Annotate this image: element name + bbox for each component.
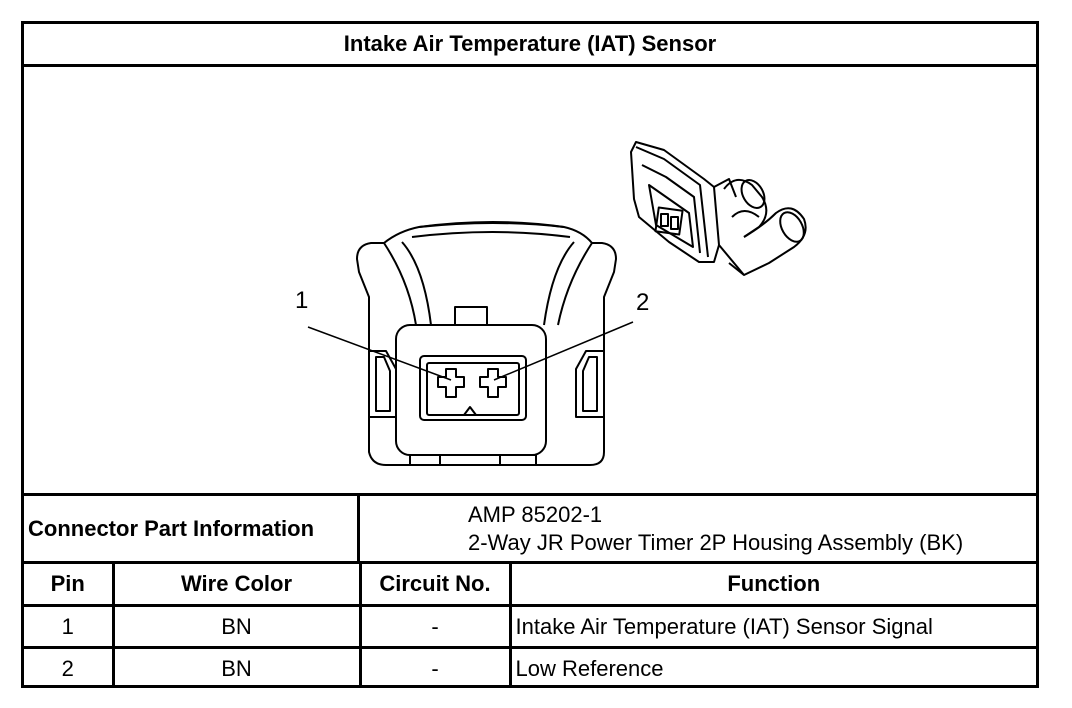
cell-pin: 2 bbox=[24, 646, 115, 688]
cell-function: Low Reference bbox=[508, 646, 1036, 688]
table-header-row: Pin Wire Color Circuit No. Function bbox=[24, 564, 1036, 607]
cell-circuit: - bbox=[358, 646, 512, 688]
connector-part-info-value: AMP 85202-1 2-Way JR Power Timer 2P Hous… bbox=[360, 496, 1036, 561]
pin-2-callout: 2 bbox=[636, 289, 650, 316]
cell-circuit: - bbox=[358, 604, 512, 649]
pin-1-callout: 1 bbox=[295, 287, 309, 314]
col-header-wire-color: Wire Color bbox=[111, 564, 362, 607]
part-description: 2-Way JR Power Timer 2P Housing Assembly… bbox=[468, 530, 964, 555]
cell-wire-color: BN bbox=[111, 604, 362, 649]
connector-sheet: Intake Air Temperature (IAT) Sensor bbox=[21, 21, 1039, 688]
connector-face-icon bbox=[307, 221, 634, 466]
table-row: 2 BN - Low Reference bbox=[24, 646, 1036, 688]
connector-part-info: Connector Part Information AMP 85202-1 2… bbox=[24, 493, 1036, 564]
part-number: AMP 85202-1 bbox=[468, 502, 603, 527]
cell-pin: 1 bbox=[24, 604, 115, 649]
connector-part-info-label: Connector Part Information bbox=[24, 496, 360, 561]
connector-isometric-icon bbox=[630, 141, 807, 276]
connector-diagram: 1 2 bbox=[24, 67, 1036, 493]
cell-function: Intake Air Temperature (IAT) Sensor Sign… bbox=[508, 604, 1036, 649]
cell-wire-color: BN bbox=[111, 646, 362, 688]
table-row: 1 BN - Intake Air Temperature (IAT) Sens… bbox=[24, 604, 1036, 649]
col-header-circuit: Circuit No. bbox=[358, 564, 512, 607]
pinout-table: Pin Wire Color Circuit No. Function 1 BN… bbox=[24, 564, 1036, 688]
connector-drawing bbox=[307, 141, 807, 466]
col-header-function: Function bbox=[508, 564, 1036, 607]
col-header-pin: Pin bbox=[24, 564, 115, 607]
page-title: Intake Air Temperature (IAT) Sensor bbox=[24, 24, 1036, 67]
